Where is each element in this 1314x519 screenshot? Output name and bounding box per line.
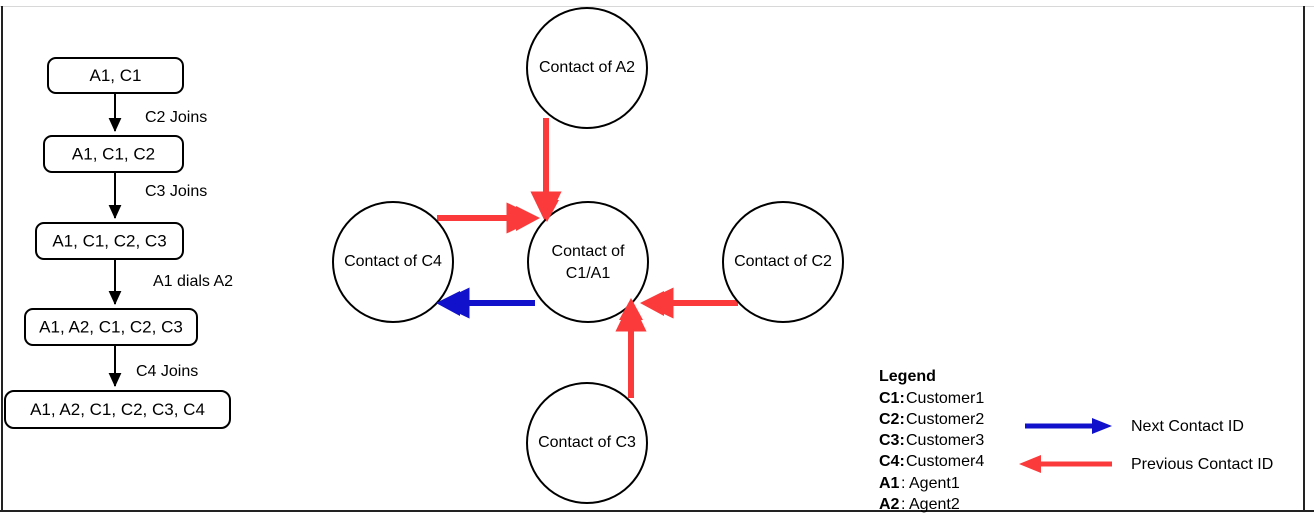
legend-arrowhead-previous xyxy=(1019,455,1041,473)
canvas-border-top xyxy=(0,6,1314,7)
legend: Legend C1: Customer1 C2: Customer2 C3: C… xyxy=(879,368,1273,513)
legend-title: Legend xyxy=(879,368,936,385)
flow-edge-label-2: C3 Joins xyxy=(145,183,207,200)
arrowhead-c2-to-center xyxy=(640,291,664,316)
legend-value-a2: : Agent2 xyxy=(901,496,960,513)
node-contact-of-c4[interactable]: Contact of C4 xyxy=(332,201,454,323)
arrowhead-c4-to-center xyxy=(516,206,540,231)
node-label-line1: Contact of xyxy=(552,243,625,260)
flow-box-1: A1, C1 xyxy=(47,57,184,94)
legend-value-c1: Customer1 xyxy=(906,390,984,407)
legend-value-c2: Customer2 xyxy=(906,411,984,428)
node-circle[interactable] xyxy=(526,7,648,129)
legend-key-a1: A1 xyxy=(879,475,900,492)
node-circle[interactable] xyxy=(526,382,648,504)
node-contact-of-c2[interactable]: Contact of C2 xyxy=(722,201,844,323)
flow-box-label: A1, C1, C2 xyxy=(72,144,155,163)
node-circle[interactable] xyxy=(332,201,454,323)
flow-box-5: A1, A2, C1, C2, C3, C4 xyxy=(4,390,231,429)
state-progression-flowchart: A1, C1 A1, C1, C2 A1, C1, C2, C3 A1, A2,… xyxy=(4,57,233,429)
flow-box-rect xyxy=(24,308,198,346)
flow-box-4: A1, A2, C1, C2, C3 xyxy=(24,308,198,346)
canvas-border-left xyxy=(1,6,3,511)
legend-key-c4: C4: xyxy=(879,453,905,470)
legend-value-a1: : Agent1 xyxy=(901,475,960,492)
flow-box-2: A1, C1, C2 xyxy=(43,135,184,173)
node-contact-of-c3[interactable]: Contact of C3 xyxy=(526,382,648,504)
node-label-line2: C1/A1 xyxy=(566,265,611,282)
node-label: Contact of C4 xyxy=(344,253,442,270)
legend-key-c3: C3: xyxy=(879,432,905,449)
legend-arrowhead-next xyxy=(1092,418,1112,434)
flow-box-rect xyxy=(43,135,184,173)
canvas-border-bottom xyxy=(0,510,1314,512)
arrowhead-a2-to-center xyxy=(535,200,559,222)
node-label: Contact of C2 xyxy=(734,253,832,270)
legend-value-c3: Customer3 xyxy=(906,432,984,449)
arrowhead-c3-to-center xyxy=(619,298,643,320)
flow-edge-label-3: A1 dials A2 xyxy=(153,273,233,290)
node-circle[interactable] xyxy=(527,201,649,323)
flow-box-3: A1, C1, C2, C3 xyxy=(35,222,184,260)
flow-edge-label-4: C4 Joins xyxy=(136,363,198,380)
node-label: Contact of C3 xyxy=(538,434,636,451)
canvas-border-right xyxy=(1303,6,1305,511)
legend-arrow-label-next: Next Contact ID xyxy=(1131,418,1244,435)
flow-box-label: A1, A2, C1, C2, C3 xyxy=(39,317,183,336)
legend-value-c4: Customer4 xyxy=(906,453,984,470)
flow-box-label: A1, C1 xyxy=(90,66,142,85)
flow-box-rect xyxy=(35,222,184,260)
legend-arrow-label-previous: Previous Contact ID xyxy=(1131,456,1273,473)
arrowhead-center-to-c4 xyxy=(436,291,460,316)
legend-key-a2: A2 xyxy=(879,496,900,513)
flow-edge-label-1: C2 Joins xyxy=(145,109,207,126)
node-contact-of-a2[interactable]: Contact of A2 xyxy=(526,7,648,129)
flow-box-label: A1, A2, C1, C2, C3, C4 xyxy=(30,400,205,419)
flow-box-rect xyxy=(4,390,231,429)
node-contact-of-c1-a1[interactable]: Contact of C1/A1 xyxy=(527,201,649,323)
node-circle[interactable] xyxy=(722,201,844,323)
legend-key-c1: C1: xyxy=(879,390,905,407)
contact-relationship-graph: Contact of A2 Contact of C4 Contact of C… xyxy=(332,7,844,504)
flow-box-label: A1, C1, C2, C3 xyxy=(52,231,166,250)
legend-key-c2: C2: xyxy=(879,411,905,428)
node-label: Contact of A2 xyxy=(539,59,635,76)
